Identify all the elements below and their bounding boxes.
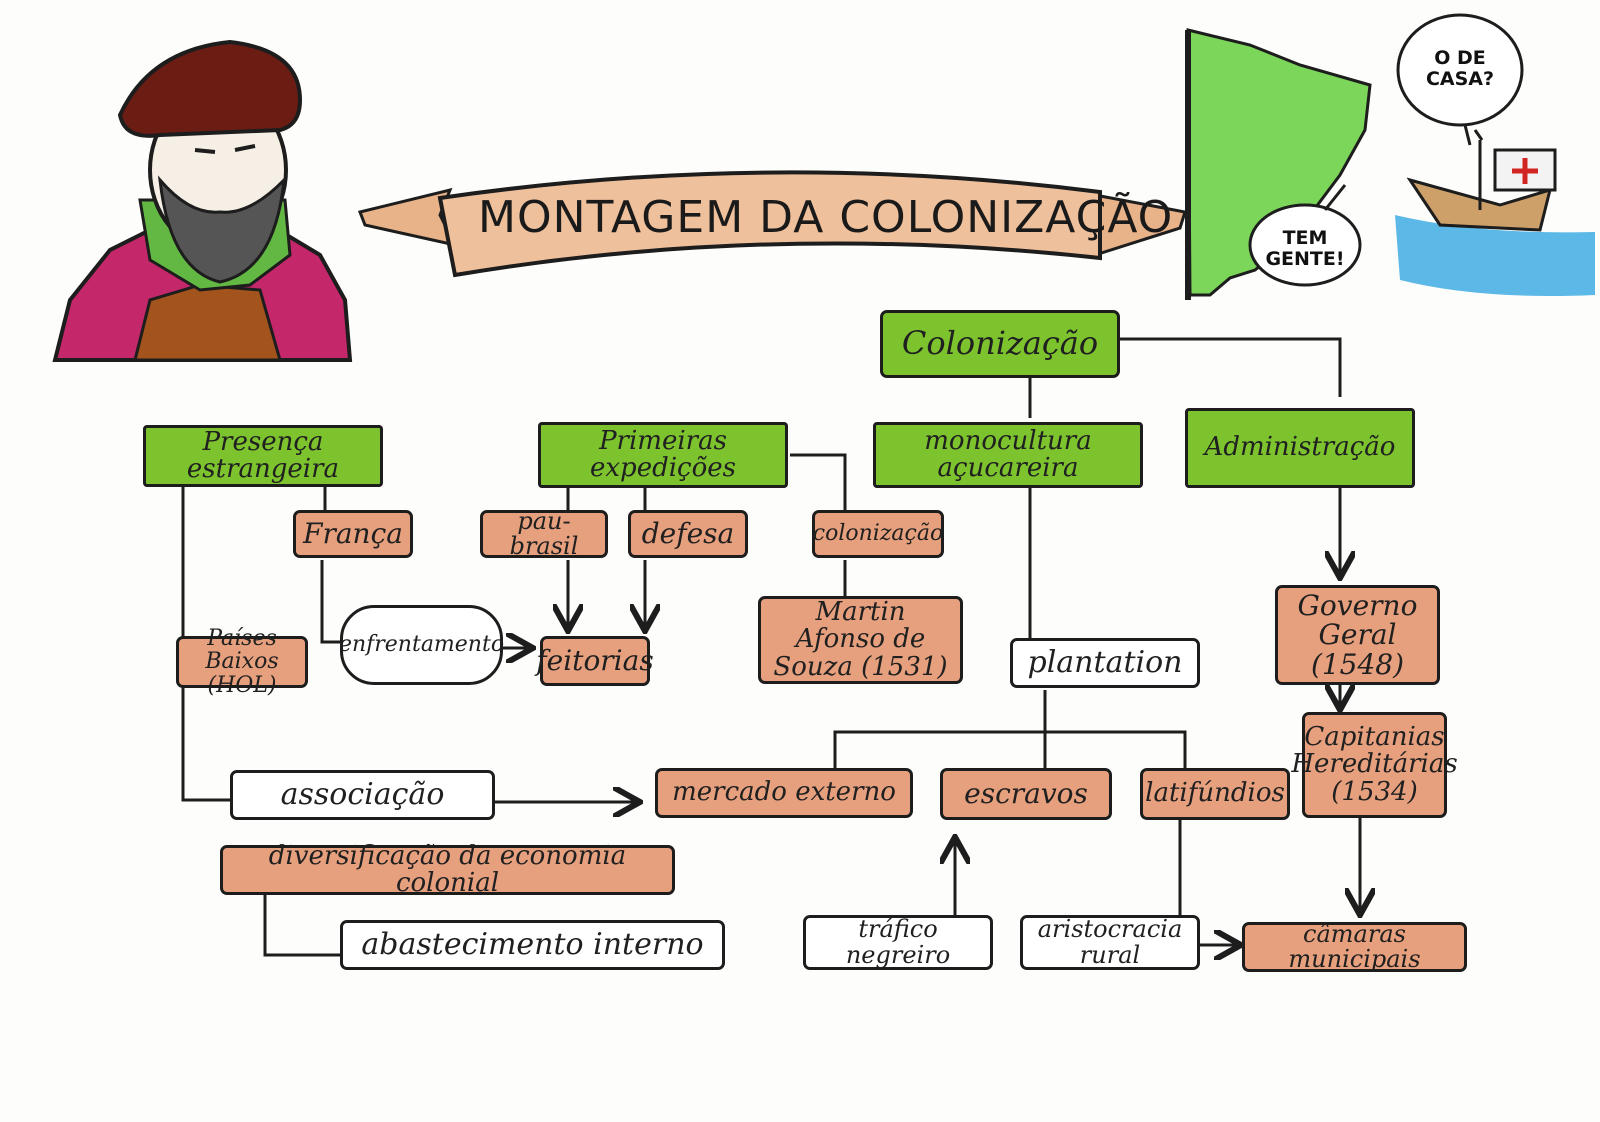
page-title: MONTAGEM DA COLONIZAÇÃO [478, 192, 1174, 243]
speech-bubble-land: TEM GENTE! [1265, 227, 1345, 270]
node-franca: França [293, 510, 413, 558]
title-ribbon [357, 170, 1187, 278]
node-paises-baixos: Países Baixos (HOL) [176, 627, 308, 697]
node-colonizacao: Colonização [880, 310, 1120, 378]
node-latifundios: latifúndios [1140, 768, 1290, 820]
node-abastecimento-interno: abastecimento interno [340, 920, 725, 970]
node-primeiras-expedicoes: Primeiras expedições [538, 422, 788, 488]
node-colonizacao-small: colonização [812, 510, 944, 558]
node-capitanias-hereditarias: Capitanias Hereditárias (1534) [1291, 712, 1458, 818]
node-camaras-municipais: câmaras municipais [1242, 921, 1467, 972]
node-administracao: Administração [1185, 408, 1415, 488]
node-escravos: escravos [940, 768, 1112, 820]
node-enfrentamento: enfrentamento [339, 605, 504, 685]
node-associacao: associação [230, 770, 495, 820]
node-feitorias: feitorias [536, 636, 654, 686]
node-diversificacao: diversificação da economia colonial [220, 842, 675, 897]
node-mercado-externo: mercado externo [655, 768, 913, 818]
node-governo-geral: Governo Geral (1548) [1275, 585, 1440, 685]
node-aristocracia-rural: aristocracia rural [1020, 915, 1200, 970]
brazil-map-illustration [1185, 13, 1595, 300]
connectors [181, 337, 1360, 955]
captain-portrait-illustration [52, 39, 353, 362]
speech-bubble-ship: O DE CASA? [1425, 47, 1495, 90]
node-monocultura-acucareira: monocultura açucareira [873, 422, 1143, 488]
node-defesa: defesa [628, 510, 748, 558]
node-pau-brasil: pau-brasil [480, 508, 608, 559]
node-plantation: plantation [1010, 638, 1200, 688]
node-presenca-estrangeira: Presença estrangeira [143, 425, 383, 487]
node-trafico-negreiro: tráfico negreiro [803, 915, 993, 970]
node-martin-afonso: Martin Afonso de Souza (1531) [758, 596, 963, 684]
